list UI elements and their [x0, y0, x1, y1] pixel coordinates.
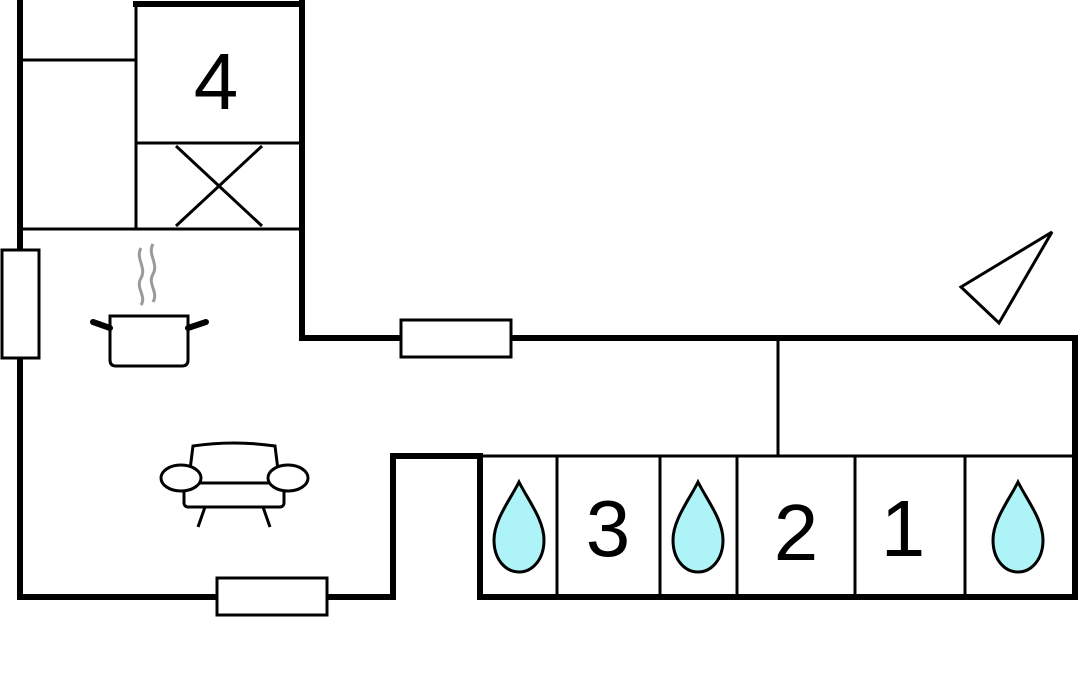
window-corridor [399, 318, 513, 359]
stairs-cross-icon [174, 144, 264, 228]
north-arrow-icon [958, 230, 1054, 326]
window-bottom [215, 576, 329, 617]
room-label-2: 2 [774, 488, 819, 577]
room-label-4: 4 [194, 37, 239, 126]
interior-walls [20, 4, 1075, 597]
water-drop-icon [671, 478, 725, 574]
room-label-1: 1 [881, 484, 926, 573]
water-drop-icon [492, 478, 546, 574]
window-left [0, 248, 41, 360]
cooking-pot-icon [90, 243, 209, 368]
water-drop-icon [991, 478, 1045, 574]
room-label-3: 3 [586, 484, 631, 573]
outer-walls [17, 0, 1078, 600]
sofa-icon [159, 441, 310, 528]
